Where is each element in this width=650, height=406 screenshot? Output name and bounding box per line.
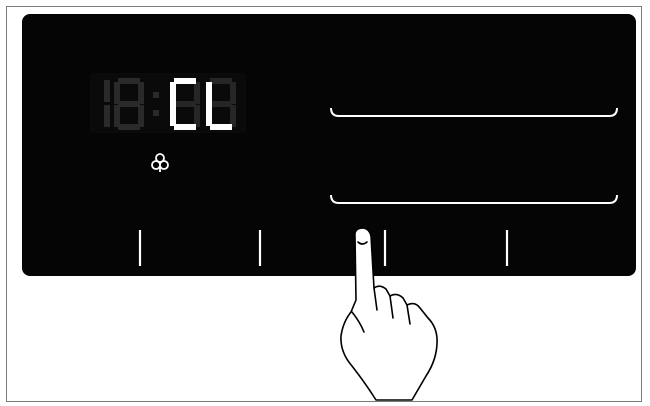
pointing-hand-icon — [341, 228, 437, 400]
touch-key-separators — [140, 230, 507, 266]
cooking-zone-line-bottom — [331, 195, 617, 203]
seven-segment-display — [90, 73, 246, 133]
three-circle-lock-icon — [152, 154, 168, 172]
cooking-zone-line-top — [331, 108, 617, 116]
